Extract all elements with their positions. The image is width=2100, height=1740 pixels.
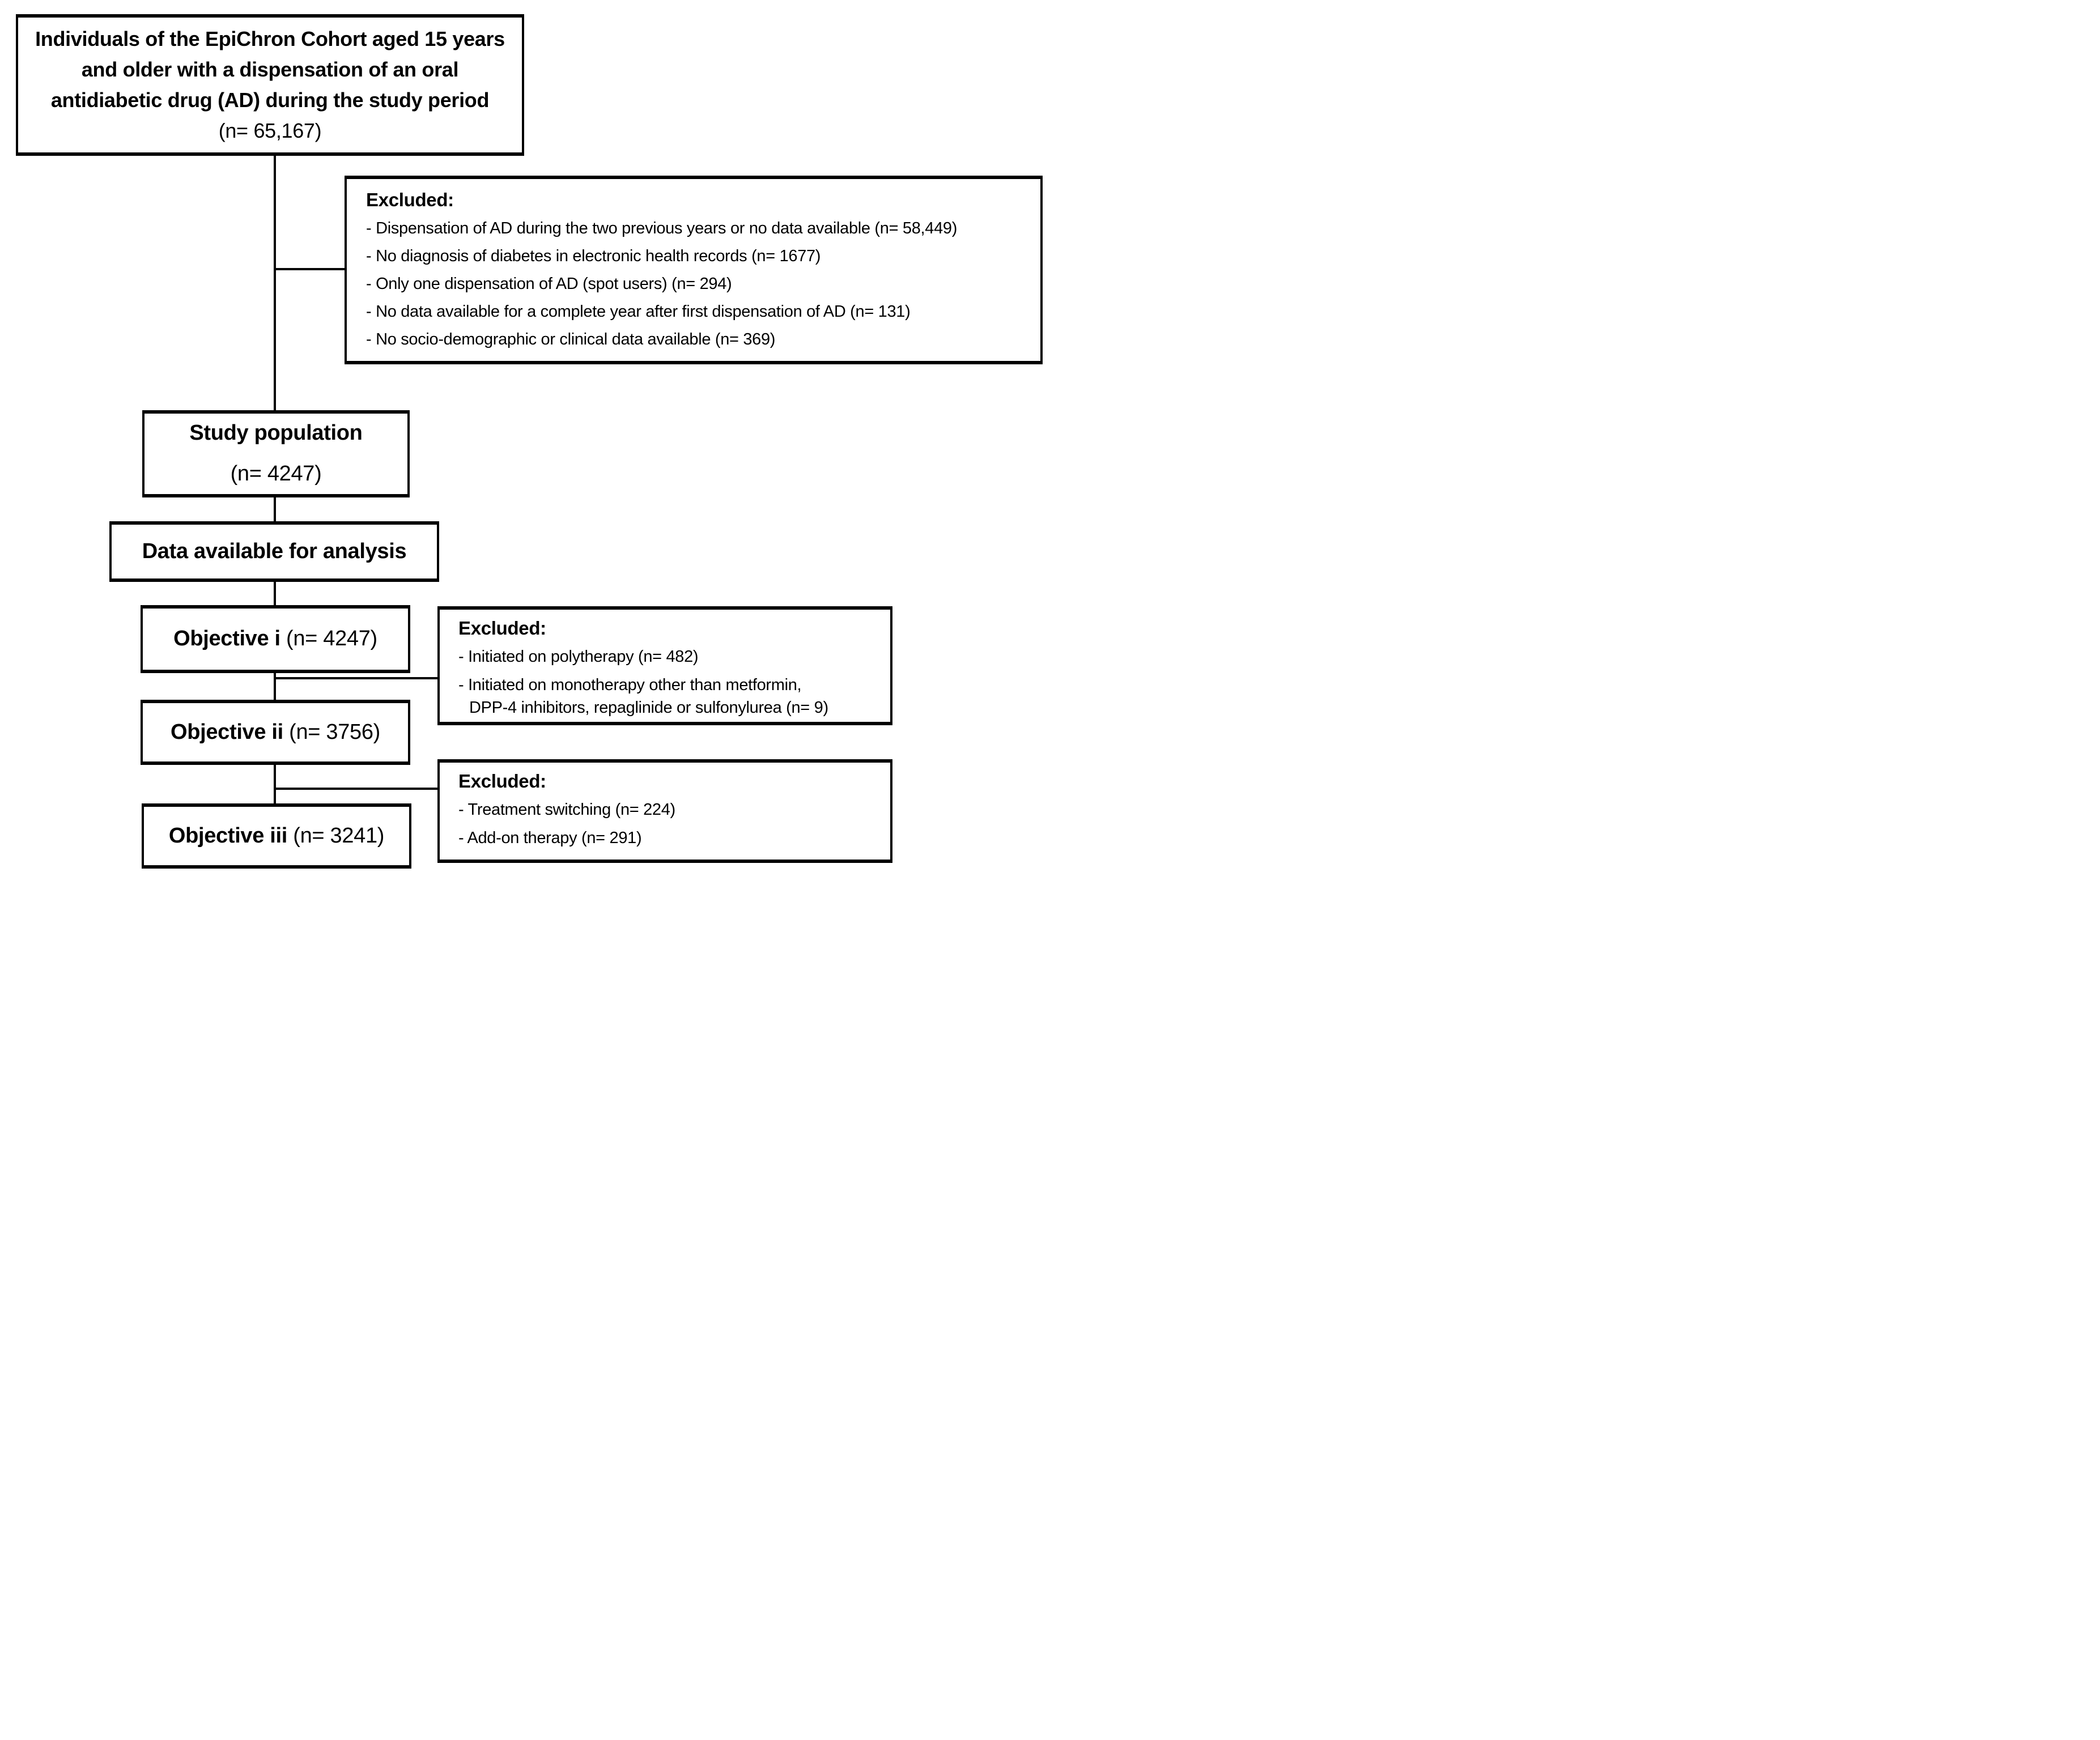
excluded-initial-item: - No socio-demographic or clinical data … — [366, 330, 776, 349]
excluded-initial-header: Excluded: — [366, 189, 454, 210]
data-available-box: Data available for analysis — [109, 521, 439, 582]
study-flow-diagram: Individuals of the EpiChron Cohort aged … — [0, 0, 1050, 870]
excluded-objective-iii-box: Excluded: - Treatment switching (n= 224)… — [437, 759, 892, 863]
cohort-box-text: Individuals of the EpiChron Cohort aged … — [35, 27, 505, 112]
objective-iii-label: Objective iii (n= 3241) — [168, 823, 385, 849]
connector-branch-excluded-objective-ii — [274, 677, 437, 679]
excluded-objective-ii-header: Excluded: — [458, 618, 546, 639]
objective-iii-title: Objective iii — [168, 823, 288, 848]
objective-ii-box: Objective ii (n= 3756) — [141, 700, 410, 765]
cohort-box-n: (n= 65,167) — [218, 119, 322, 142]
excluded-initial-item: - No data available for a complete year … — [366, 303, 911, 321]
connector-branch-excluded-initial — [274, 268, 345, 270]
objective-i-n: (n= 4247) — [286, 627, 377, 651]
objective-i-label: Objective i (n= 4247) — [173, 626, 377, 652]
study-population-title: Study population — [189, 421, 363, 445]
study-population-n: (n= 4247) — [230, 462, 322, 486]
objective-i-box: Objective i (n= 4247) — [141, 605, 410, 673]
objective-ii-title: Objective ii — [170, 720, 283, 744]
spacer — [283, 720, 289, 744]
excluded-objective-iii-header: Excluded: — [458, 771, 546, 792]
excluded-initial-item: - No diagnosis of diabetes in electronic… — [366, 247, 821, 266]
data-available-title: Data available for analysis — [142, 539, 407, 563]
connector-objective-i-to-objective-ii — [274, 673, 276, 700]
excluded-objective-iii-item: - Treatment switching (n= 224) — [458, 801, 675, 819]
connector-branch-excluded-objective-iii — [274, 788, 437, 790]
connector-data-available-to-objective-i — [274, 582, 276, 605]
objective-iii-n: (n= 3241) — [293, 823, 385, 848]
excluded-objective-ii-box: Excluded: - Initiated on polytherapy (n=… — [437, 606, 892, 725]
connector-study-population-to-data-available — [274, 497, 276, 521]
excluded-initial-item: - Only one dispensation of AD (spot user… — [366, 275, 732, 293]
objective-ii-n: (n= 3756) — [289, 720, 381, 744]
connector-objective-ii-to-objective-iii — [274, 765, 276, 803]
objective-i-title: Objective i — [173, 627, 280, 651]
excluded-objective-ii-item-continuation: DPP-4 inhibitors, repaglinide or sulfony… — [469, 699, 828, 717]
excluded-objective-ii-item: - Initiated on polytherapy (n= 482) — [458, 648, 699, 666]
connector-cohort-to-study-population — [274, 156, 276, 410]
excluded-objective-ii-item: - Initiated on monotherapy other than me… — [458, 676, 802, 695]
spacer — [280, 627, 286, 650]
spacer — [287, 824, 293, 848]
excluded-initial-box: Excluded: - Dispensation of AD during th… — [345, 176, 1043, 364]
objective-iii-box: Objective iii (n= 3241) — [142, 803, 411, 869]
excluded-initial-item: - Dispensation of AD during the two prev… — [366, 219, 958, 238]
excluded-objective-iii-item: - Add-on therapy (n= 291) — [458, 829, 642, 848]
study-population-box: Study population (n= 4247) — [142, 410, 410, 497]
objective-ii-label: Objective ii (n= 3756) — [171, 720, 380, 746]
cohort-box: Individuals of the EpiChron Cohort aged … — [16, 14, 524, 156]
